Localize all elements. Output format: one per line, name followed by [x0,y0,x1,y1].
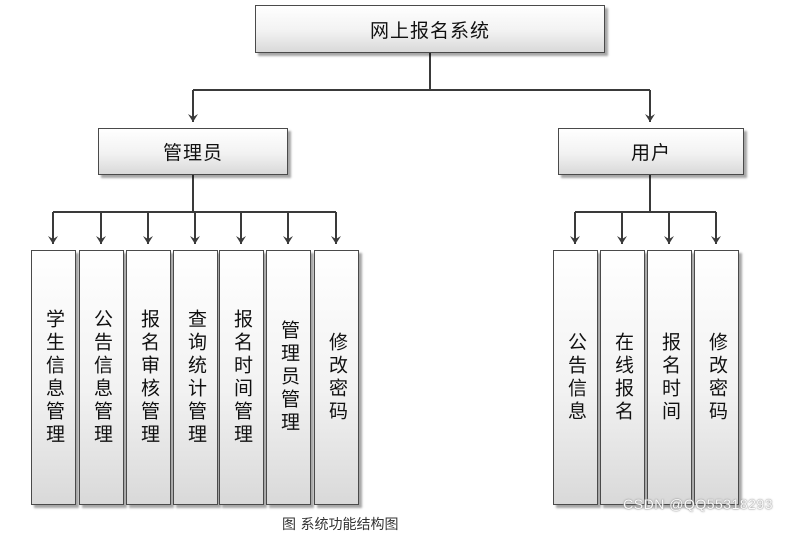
leaf-node: 公告信息 [553,250,598,505]
leaf-node: 修改密码 [694,250,739,505]
leaf-node-label: 报名时间管理 [231,308,253,447]
leaf-node: 修改密码 [314,250,359,505]
leaf-node: 学生信息管理 [31,250,76,505]
leaf-node: 管理员管理 [266,250,311,505]
leaf-node: 查询统计管理 [173,250,218,505]
leaf-node: 报名时间 [647,250,692,505]
leaf-node: 报名审核管理 [126,250,171,505]
branch-node-admin: 管理员 [98,128,288,175]
leaf-node: 公告信息管理 [79,250,124,505]
function-structure-diagram: 网上报名系统 管理员 用户 学生信息管理 公告信息管理 报名审核管理 查询统计管… [31,5,773,533]
leaf-node: 报名时间管理 [219,250,264,505]
root-node-label: 网上报名系统 [369,19,490,42]
branch-node-user: 用户 [558,128,744,175]
leaf-node-label: 查询统计管理 [185,308,207,447]
leaf-node-label: 管理员管理 [278,320,300,435]
leaf-node-label: 学生信息管理 [43,308,65,447]
figure-caption: 图 系统功能结构图 [282,517,399,533]
leaf-node-label: 报名时间 [659,331,681,424]
leaf-node-label: 公告信息 [565,331,587,424]
leaf-node-label: 公告信息管理 [91,308,113,447]
leaf-node-label: 修改密码 [326,331,348,424]
leaf-node-label: 报名审核管理 [138,308,160,447]
root-node: 网上报名系统 [255,5,605,53]
branch-node-user-label: 用户 [630,142,671,164]
connector-lines [48,53,721,244]
branch-node-admin-label: 管理员 [162,142,223,164]
leaf-node: 在线报名 [600,250,645,505]
leaf-node-label: 在线报名 [612,331,634,424]
watermark: CSDN @QQ55318293 [623,496,773,512]
leaf-node-label: 修改密码 [706,331,728,424]
